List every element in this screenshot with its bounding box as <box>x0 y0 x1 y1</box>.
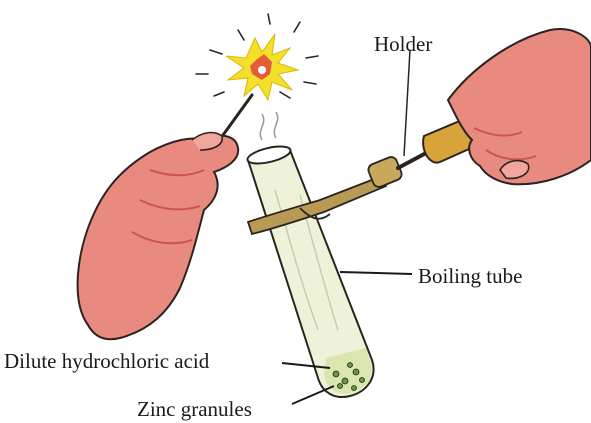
hand-holding-splint-icon <box>78 133 239 340</box>
holder-label: Holder <box>374 34 432 55</box>
boiling-tube-icon <box>246 112 374 397</box>
acid-label: Dilute hydrochloric acid <box>4 351 209 372</box>
burning-splint-flame-icon <box>196 14 318 100</box>
zinc-granules-label: Zinc granules <box>137 399 252 420</box>
hand-holding-holder-icon <box>448 29 591 184</box>
boiling-tube-label: Boiling tube <box>418 266 522 287</box>
